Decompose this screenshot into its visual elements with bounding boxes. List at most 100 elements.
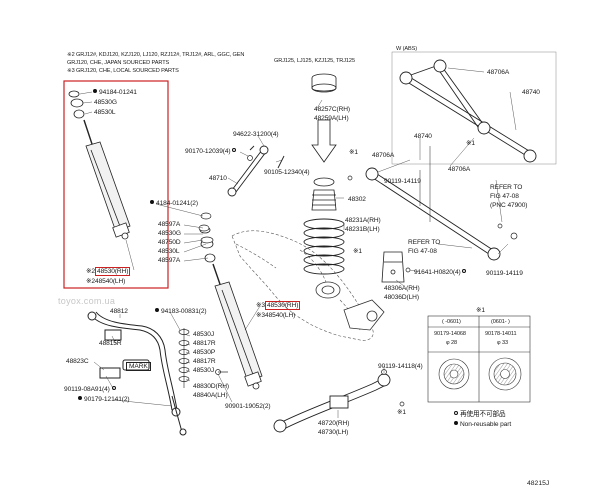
callout-90170: 90170-12039(4)	[185, 148, 238, 155]
callout-refer2-a: REFER TO	[408, 239, 441, 246]
non-reusable-marker	[155, 308, 159, 312]
callout-48530J-1: 48530J	[193, 331, 215, 338]
axle-housing	[231, 230, 374, 341]
non-reusable-marker	[150, 200, 154, 204]
detail-highlight-box	[63, 80, 169, 289]
callout-48720: 48720(RH)	[318, 420, 350, 427]
callout-48706A-r: 48706A	[448, 166, 471, 173]
callout-48306A: 48306A(RH)	[384, 285, 420, 292]
highlighted-part-48530RH[interactable]: 48530(RH)	[95, 267, 131, 276]
callout-48036D: 48036D(LH)	[384, 294, 419, 301]
reusable-marker	[462, 269, 467, 273]
callout-48823C: 48823C	[66, 358, 89, 365]
callout-48231A: 48231A(RH)	[345, 217, 381, 224]
watermark: toyox.com.ua	[58, 296, 116, 306]
bushing-table-title: ※1	[476, 307, 485, 314]
callout-90119-14119-b: 90119-14119	[486, 270, 523, 277]
callout-48812: 48812	[110, 308, 128, 315]
callout-48231B: 48231B(LH)	[345, 226, 380, 233]
callout-48540LH-mid: ※348540(LH)	[256, 312, 296, 319]
assembly-arrow	[311, 119, 337, 163]
bushing-part-1: 90179-14068	[434, 331, 466, 337]
bushing-size-1: φ 28	[446, 340, 458, 346]
callout-94183: 94183-00831(2)	[155, 308, 207, 315]
bushing-part-2: 90178-14011	[485, 331, 517, 337]
callout-star1-c: ※1	[466, 140, 475, 147]
callout-91641: 91641-H0820(4)	[414, 269, 468, 276]
axle-hub	[315, 281, 385, 331]
shock-absorber-detail	[68, 90, 131, 240]
callout-48817R-1: 48817R	[193, 340, 216, 347]
callout-refer1-a: REFER TO	[490, 184, 523, 191]
callout-48530L-2: 48530L	[158, 248, 180, 255]
non-reusable-marker	[93, 89, 97, 93]
note-line-3: ※3 GRJ120, CHE, LOCAL SOURCED PARTS	[67, 68, 179, 74]
bushing-size-2: φ 33	[497, 340, 509, 346]
callout-star1-b: ※1	[353, 248, 362, 255]
callout-48530G-2: 48530G	[158, 230, 181, 237]
callout-48530G-top: 48530G	[94, 99, 117, 106]
callout-48706A-top: 48706A	[487, 69, 510, 76]
stabilizer-bar	[87, 311, 187, 436]
callout-48302: 48302	[348, 196, 366, 203]
callout-48540LH-box: ※248540(LH)	[86, 278, 126, 285]
leader-lines	[79, 67, 517, 418]
callout-48815R: 48815R	[99, 340, 122, 347]
reusable-marker	[232, 148, 237, 152]
reusable-marker	[111, 386, 116, 390]
callout-48830D: 48830D(RH)	[193, 383, 230, 390]
callout-48710: 48710	[209, 175, 227, 182]
callout-90901: 90901-19052(2)	[225, 403, 271, 410]
callout-mark: MARK	[126, 362, 151, 371]
callout-90119-08A91: 90119-08A91(4)	[64, 386, 118, 393]
callout-refer2-b: FIG 47-08	[408, 248, 437, 255]
callout-48740-right: 48740	[522, 89, 540, 96]
callout-48597A-1: 48597A	[158, 221, 181, 228]
non-reusable-marker	[454, 421, 458, 425]
upper-control-arms	[391, 51, 557, 165]
legend-reusable: 再使用不可部品	[454, 411, 506, 418]
callout-90119-14118: 90119-14118(4)	[378, 363, 423, 370]
callout-90179: 90179-12141(2)	[78, 396, 130, 403]
note-line-2: GRJ120, CHE, JAPAN SOURCED PARTS	[67, 60, 170, 66]
lower-control-arm	[365, 146, 501, 261]
callout-90105: 90105-12340(4)	[264, 169, 310, 176]
coil-spring	[303, 218, 345, 275]
spring-insulator	[311, 73, 337, 93]
callout-48530J-2: 48530J	[193, 367, 215, 374]
reusable-marker	[454, 411, 458, 415]
callout-star1-d: ※1	[397, 409, 406, 416]
highlighted-part-48530RH-mid[interactable]: 48530(RH)	[265, 301, 301, 310]
callout-94622: 94622-31200(4)	[233, 131, 279, 138]
note-line-1: ※2 GRJ12#, KDJ120, KZJ120, LJ120, RZJ12#…	[67, 52, 245, 58]
callout-48730: 48730(LH)	[318, 429, 349, 436]
callout-48750D: 48750D	[158, 239, 181, 246]
callout-4184-mid: 4184-01241(2)	[150, 200, 198, 207]
callout-48530L: 48530L	[94, 109, 116, 116]
callout-94184-top: 94184-01241	[93, 89, 137, 96]
figure-id: 48215J	[527, 480, 550, 487]
callout-48257C: 48257C(RH)	[314, 106, 351, 113]
callout-48259A: 48259A(LH)	[314, 115, 349, 122]
callout-48597A-2: 48597A	[158, 257, 181, 264]
bump-stop	[311, 177, 337, 211]
callout-star1-a: ※1	[349, 149, 358, 156]
upper-bushings	[198, 212, 214, 244]
bushing-table	[427, 315, 531, 403]
callout-48530P: 48530P	[193, 349, 216, 356]
w-abs-header: W (ABS)	[396, 46, 418, 52]
callout-90119-14119-a: 90119-14119	[384, 178, 421, 185]
non-reusable-marker	[78, 396, 82, 400]
coil-models-header: GRJ125, LJ125, KZJ125, TRJ125	[274, 58, 355, 64]
callout-48706A-l: 48706A	[372, 152, 395, 159]
callout-48840A: 48840A(LH)	[193, 392, 228, 399]
bracket	[381, 251, 405, 283]
legend-non-reusable: Non-reusable part	[454, 421, 511, 428]
bushing-col-header-1: ( -0601)	[442, 319, 461, 325]
bushing-col-header-2: (0601- )	[491, 319, 510, 325]
lateral-rod	[227, 145, 285, 197]
callout-48740-mid: 48740	[414, 133, 432, 140]
